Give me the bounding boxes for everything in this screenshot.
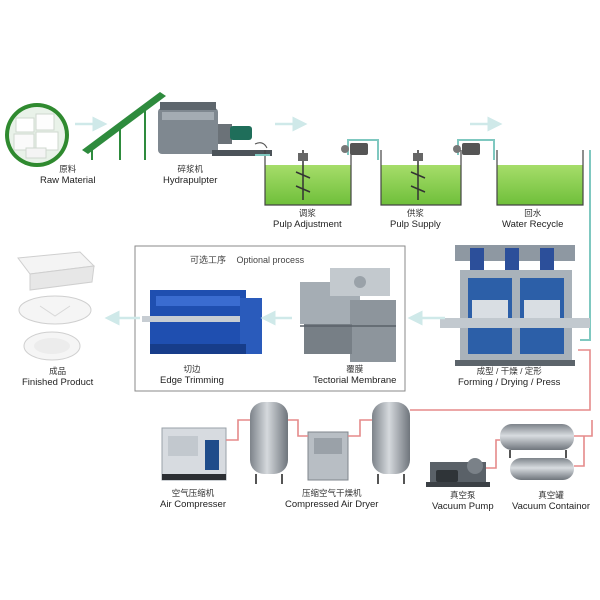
air-compressor-label: 空气压缩机 Air Compresser (160, 488, 226, 510)
edge-trimming-en: Edge Trimming (160, 375, 224, 386)
forming-label: 成型 / 干燥 / 定形 Forming / Drying / Press (458, 366, 560, 388)
pulp-adjustment-en: Pulp Adjustment (273, 219, 342, 230)
vacuum-pump-cn: 真空泵 (450, 490, 476, 500)
finished-product-cn: 成品 (49, 366, 67, 376)
air-compressor-en: Air Compresser (160, 499, 226, 510)
pulp-adjustment-label: 调浆 Pulp Adjustment (273, 208, 342, 230)
air-dryer-en: Compressed Air Dryer (285, 499, 379, 510)
vacuum-container-label: 真空罐 Vacuum Containor (512, 490, 590, 512)
finished-product-en: Finished Product (22, 377, 94, 388)
air-dryer-cn: 压缩空气干燥机 (301, 488, 362, 498)
vacuum-pump-machine (426, 458, 490, 487)
raw-material-en: Raw Material (40, 175, 96, 186)
raw-material-cn: 原料 (59, 164, 77, 174)
optional-process-en: Optional process (236, 255, 305, 265)
vacuum-container-tank (500, 424, 574, 480)
water-recycle-label: 回水 Water Recycle (502, 208, 563, 230)
vacuum-pump-en: Vacuum Pump (432, 501, 494, 512)
water-recycle-tank (496, 150, 584, 206)
tectorial-membrane-label: 覆膜 Tectorial Membrane (313, 364, 396, 386)
hydrapulpter-label: 碎浆机 Hydrapulpter (163, 164, 217, 186)
forming-machine (440, 245, 590, 366)
tectorial-membrane-en: Tectorial Membrane (313, 375, 397, 386)
finished-product-label: 成品 Finished Product (22, 366, 93, 388)
pulp-adjustment-cn: 调浆 (298, 208, 316, 218)
vacuum-container-cn: 真空罐 (538, 490, 564, 500)
raw-material-image (5, 103, 69, 167)
hydrapulpter-en: Hydrapulpter (163, 175, 218, 186)
air-tank (250, 402, 410, 484)
pulp-supply-cn: 供浆 (406, 208, 424, 218)
edge-trimming-label: 切边 Edge Trimming (160, 364, 224, 386)
tectorial-membrane-cn: 覆膜 (346, 364, 364, 374)
edge-trimming-machine (142, 290, 262, 354)
vacuum-container-en: Vacuum Containor (512, 501, 590, 512)
air-compressor-machine (161, 427, 227, 481)
optional-process-cn: 可选工序 (190, 255, 227, 265)
air-pipe (226, 349, 591, 441)
tectorial-membrane-machine (300, 268, 396, 362)
finished-product-image (17, 251, 96, 361)
pump-icon (341, 143, 480, 155)
water-recycle-en: Water Recycle (502, 219, 564, 230)
optional-process-title: 可选工序 Optional process (190, 253, 312, 266)
pulp-adjustment-tank (264, 150, 352, 206)
water-recycle-cn: 回水 (524, 208, 542, 218)
vacuum-pump-label: 真空泵 Vacuum Pump (432, 490, 494, 512)
hydrapulpter-cn: 碎浆机 (177, 164, 203, 174)
hydrapulper-machine (82, 92, 272, 160)
air-dryer-label: 压缩空气干燥机 Compressed Air Dryer (285, 488, 378, 510)
pulp-supply-label: 供浆 Pulp Supply (390, 208, 441, 230)
pulp-supply-tank (380, 150, 462, 206)
vacuum-pipe (486, 420, 593, 469)
pulp-supply-en: Pulp Supply (390, 219, 441, 230)
air-compressor-cn: 空气压缩机 (171, 488, 215, 498)
air-dryer-machine (307, 431, 349, 481)
forming-en: Forming / Drying / Press (458, 377, 561, 388)
edge-trimming-cn: 切边 (183, 364, 201, 374)
raw-material-label: 原料 Raw Material (40, 164, 95, 186)
forming-cn: 成型 / 干燥 / 定形 (476, 366, 542, 376)
